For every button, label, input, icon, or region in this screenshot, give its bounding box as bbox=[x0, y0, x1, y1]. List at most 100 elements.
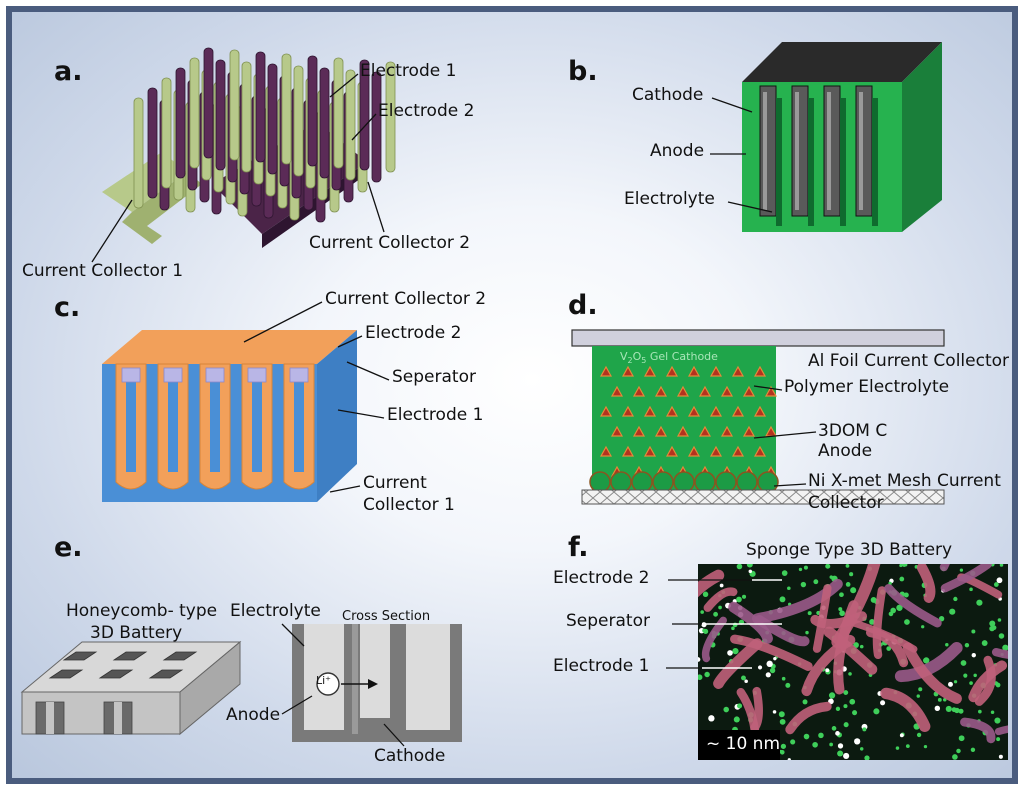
particle bbox=[949, 608, 956, 615]
particle bbox=[953, 596, 958, 602]
particle bbox=[903, 592, 909, 598]
particle bbox=[839, 610, 845, 617]
panel-e-electrolyte-label: Electrolyte bbox=[230, 601, 321, 621]
electrolyte-void bbox=[632, 385, 646, 397]
electrode-1-rod bbox=[293, 65, 304, 177]
particle bbox=[956, 748, 961, 754]
particle bbox=[835, 731, 840, 736]
electrolyte-void bbox=[709, 405, 723, 417]
particle bbox=[859, 747, 864, 751]
electrolyte-void bbox=[654, 425, 668, 437]
particle bbox=[999, 564, 1004, 567]
particle bbox=[934, 705, 941, 712]
particle bbox=[787, 586, 791, 591]
particle bbox=[778, 711, 785, 718]
particle bbox=[848, 672, 852, 676]
panel-c-seperator-label: Seperator bbox=[392, 367, 476, 387]
particle bbox=[849, 572, 854, 577]
mesh-collector bbox=[581, 489, 945, 505]
particle bbox=[837, 750, 844, 757]
particle bbox=[850, 587, 857, 594]
particle bbox=[989, 625, 995, 632]
particle bbox=[780, 743, 787, 749]
particle bbox=[805, 630, 809, 635]
electrode-strand bbox=[974, 655, 996, 706]
electrode-2-rod bbox=[267, 63, 278, 175]
particle bbox=[702, 628, 706, 633]
particle bbox=[886, 646, 892, 651]
particle bbox=[779, 749, 785, 755]
electrode-1-finger bbox=[294, 372, 304, 472]
panel-b-letter: b. bbox=[568, 56, 598, 87]
particle bbox=[772, 710, 777, 714]
particle bbox=[829, 575, 834, 579]
particle bbox=[835, 706, 841, 711]
electrolyte-void bbox=[665, 445, 679, 457]
electrolyte-void bbox=[621, 405, 635, 417]
particle bbox=[741, 594, 747, 599]
panel-e-title-line2: 3D Battery bbox=[90, 623, 183, 643]
particle bbox=[828, 692, 836, 699]
electrolyte-void bbox=[698, 425, 712, 437]
particle bbox=[765, 672, 771, 678]
particle bbox=[702, 591, 709, 598]
particle bbox=[964, 642, 970, 648]
block-top bbox=[742, 42, 942, 82]
particle bbox=[785, 682, 791, 688]
particle bbox=[698, 674, 703, 681]
panel-b-anode-label: Anode bbox=[650, 141, 705, 161]
electrolyte-void bbox=[665, 365, 679, 377]
panel-f-letter: f. bbox=[568, 532, 589, 563]
panel-a-leader-lines bbox=[91, 73, 385, 263]
electrolyte-void bbox=[599, 365, 613, 377]
particle bbox=[727, 650, 733, 656]
electrolyte-void bbox=[731, 365, 745, 377]
electrode-strand bbox=[865, 627, 909, 668]
electrolyte-void bbox=[643, 365, 657, 377]
honeycomb-cell bbox=[48, 669, 84, 679]
particle bbox=[1002, 644, 1008, 651]
electrolyte-void bbox=[698, 385, 712, 397]
panel-d-letter: d. bbox=[568, 290, 598, 321]
particle bbox=[723, 706, 730, 713]
honeycomb-cell bbox=[148, 669, 184, 679]
electrolyte-void bbox=[610, 385, 624, 397]
electrolyte-void bbox=[731, 405, 745, 417]
particle bbox=[959, 568, 964, 572]
particle bbox=[862, 727, 867, 732]
panel-e-cathode-label: Cathode bbox=[374, 746, 446, 766]
electrode-strand bbox=[703, 587, 738, 612]
panel-b-leader-lines bbox=[710, 97, 773, 213]
separator-cell bbox=[163, 367, 183, 383]
particle bbox=[849, 698, 856, 705]
electrode-2-rod bbox=[147, 87, 158, 199]
particle bbox=[731, 626, 735, 631]
particle bbox=[880, 700, 886, 706]
electrode-strand bbox=[728, 601, 773, 644]
particle bbox=[916, 732, 922, 738]
particle bbox=[843, 722, 849, 728]
panel-a-letter: a. bbox=[54, 56, 83, 87]
particle bbox=[798, 567, 803, 572]
panel-e-cross-section-label: Cross Section bbox=[342, 609, 431, 624]
panel-f-electrode-2-label: Electrode 2 bbox=[553, 568, 650, 588]
electrode-strand bbox=[902, 642, 962, 704]
panel-c-diagram bbox=[102, 330, 357, 502]
electrode-strand bbox=[968, 660, 1008, 703]
panel-c-electrode-2-label: Electrode 2 bbox=[365, 323, 462, 343]
electrode-strand bbox=[940, 564, 992, 593]
electrolyte-void bbox=[731, 445, 745, 457]
arrow-right-icon bbox=[368, 679, 378, 689]
particle bbox=[973, 673, 977, 678]
panel-a-current-collector-1-label: Current Collector 1 bbox=[22, 261, 184, 281]
electrode-strand bbox=[916, 564, 936, 603]
electrode-strand bbox=[994, 725, 1008, 736]
panel-c-electrode-1-label: Electrode 1 bbox=[387, 405, 484, 425]
particle bbox=[953, 680, 958, 684]
particle bbox=[998, 633, 1005, 639]
particle bbox=[945, 705, 952, 713]
electrolyte-void bbox=[753, 365, 767, 377]
particle bbox=[698, 657, 701, 662]
particle bbox=[996, 737, 1001, 742]
electrode-1-rod bbox=[133, 97, 144, 209]
